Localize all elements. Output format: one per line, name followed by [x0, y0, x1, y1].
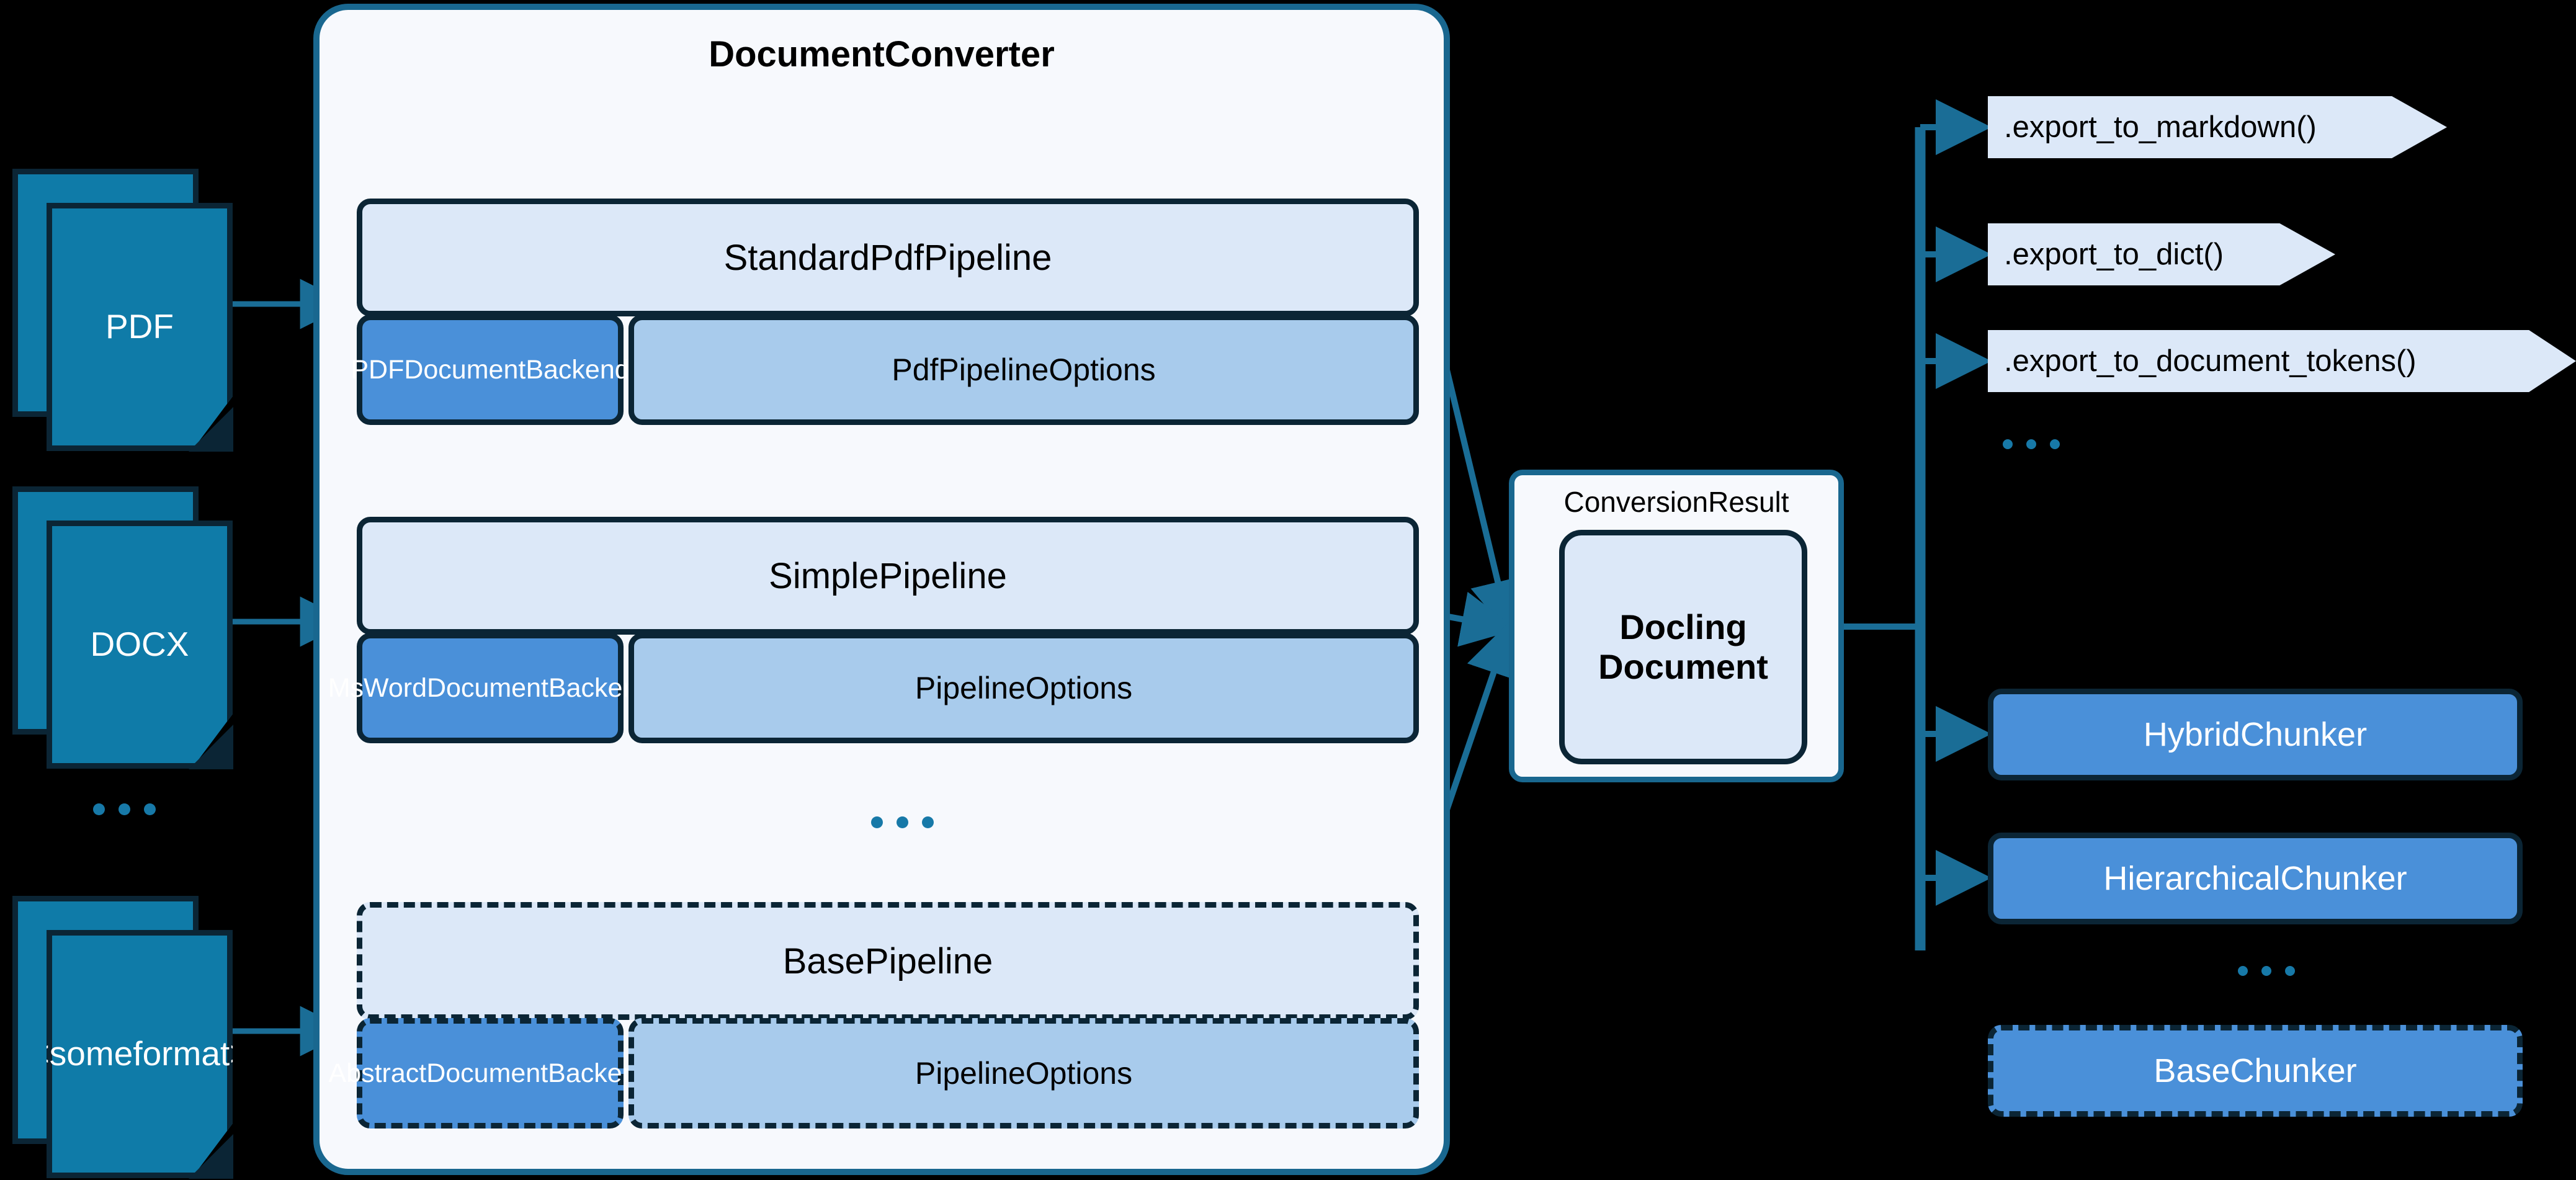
- pipeline-backend[interactable]: PDFDocumentBackend: [351, 315, 630, 425]
- pipeline-backend[interactable]: AbstractDocumentBackend: [328, 1018, 652, 1129]
- export-markdown-arrow[interactable]: .export_to_markdown(): [1988, 96, 2447, 158]
- pipeline-components: PDFDocumentBackend PdfPipelineOptions: [351, 315, 1419, 425]
- pipeline-options[interactable]: PipelineOptions: [628, 633, 1419, 743]
- pipeline-name: BasePipeline: [357, 902, 1419, 1020]
- export-label: .export_to_markdown(): [2004, 110, 2317, 144]
- export-dict-arrow[interactable]: .export_to_dict(): [1988, 223, 2335, 285]
- page-fold-icon: [189, 725, 233, 769]
- chunker-label: HybridChunker: [2143, 716, 2368, 753]
- chunker-base[interactable]: BaseChunker: [1988, 1025, 2523, 1117]
- pipeline-name: SimplePipeline: [357, 517, 1419, 635]
- pipeline-options[interactable]: PipelineOptions: [628, 1018, 1419, 1129]
- conversion-result-container: ConversionResult Docling Document: [1509, 470, 1844, 782]
- conversion-result-title: ConversionResult: [1563, 486, 1789, 518]
- exports-ellipsis: [2003, 439, 2060, 449]
- page-fold-icon: [189, 1134, 233, 1179]
- chunker-label: BaseChunker: [2153, 1052, 2357, 1089]
- chunkers-ellipsis: [2238, 966, 2295, 976]
- document-converter-container: DocumentConverter StandardPdfPipeline PD…: [313, 4, 1450, 1175]
- docling-document-box[interactable]: Docling Document: [1559, 530, 1807, 764]
- chunker-label: HierarchicalChunker: [2103, 860, 2407, 897]
- pipelines-ellipsis: [871, 816, 934, 828]
- pipeline-components: AbstractDocumentBackend PipelineOptions: [328, 1018, 1419, 1129]
- chunker-hierarchical[interactable]: HierarchicalChunker: [1988, 833, 2523, 924]
- document-label: DOCX: [90, 625, 189, 664]
- pipeline-base[interactable]: BasePipeline AbstractDocumentBackend Pip…: [328, 902, 1419, 1129]
- pipeline-standard-pdf[interactable]: StandardPdfPipeline PDFDocumentBackend P…: [351, 199, 1419, 425]
- page-title: DocumentConverter: [709, 34, 1055, 74]
- document-label: PDF: [105, 307, 174, 346]
- export-document-tokens-arrow[interactable]: .export_to_document_tokens(): [1988, 330, 2576, 392]
- docling-document-label-line1: Docling: [1619, 607, 1747, 646]
- docling-document-label-line2: Document: [1598, 647, 1768, 686]
- document-label-line2: format>: [133, 1034, 250, 1073]
- chunker-hybrid[interactable]: HybridChunker: [1988, 689, 2523, 780]
- pipeline-options[interactable]: PdfPipelineOptions: [628, 315, 1419, 425]
- pipeline-name: StandardPdfPipeline: [357, 199, 1419, 316]
- export-label: .export_to_dict(): [2004, 238, 2224, 271]
- pipeline-components: MsWordDocumentBackend PipelineOptions: [328, 633, 1419, 743]
- page-fold-icon: [189, 407, 233, 452]
- pipeline-simple[interactable]: SimplePipeline MsWordDocumentBackend Pip…: [328, 517, 1419, 743]
- pipeline-backend[interactable]: MsWordDocumentBackend: [328, 633, 652, 743]
- input-documents-ellipsis: [93, 803, 156, 815]
- export-label: .export_to_document_tokens(): [2004, 344, 2417, 378]
